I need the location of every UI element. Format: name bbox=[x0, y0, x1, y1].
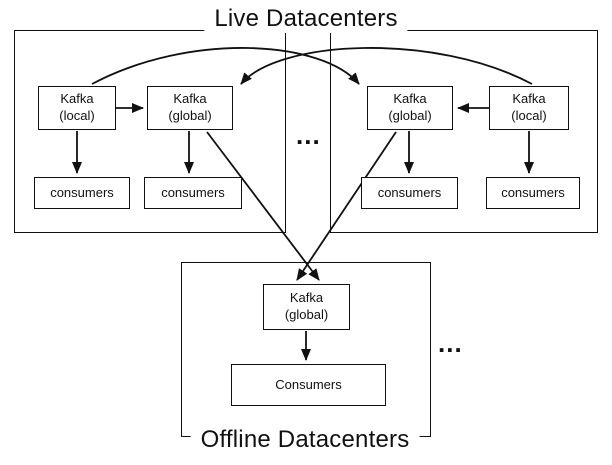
offline-consumers-node: Consumers bbox=[231, 364, 386, 406]
dc2-kafka-local-node: Kafka (local) bbox=[489, 86, 569, 130]
offline-kafka-global-node: Kafka (global) bbox=[263, 284, 350, 330]
dc2-kafka-global-node: Kafka (global) bbox=[367, 86, 453, 130]
dc1-consumers-global-node: consumers bbox=[144, 177, 242, 209]
dc2-kafka-local-label-line1: Kafka bbox=[512, 91, 546, 107]
dc1-kafka-global-label-line2: (global) bbox=[168, 108, 212, 123]
dc2-kafka-global-label-line2: (global) bbox=[388, 108, 432, 123]
live-datacenters-title: Live Datacenters bbox=[204, 5, 408, 33]
offline-kafka-global-label-line1: Kafka bbox=[289, 290, 324, 306]
offline-kafka-global-label-line2: (global) bbox=[284, 307, 329, 322]
dc2-kafka-local-label-line2: (local) bbox=[511, 108, 547, 123]
dc1-kafka-local-label-line1: Kafka bbox=[60, 91, 94, 107]
dc2-kafka-global-label-line1: Kafka bbox=[393, 91, 427, 107]
live-ellipsis: ... bbox=[296, 120, 321, 150]
dc1-kafka-global-node: Kafka (global) bbox=[147, 86, 233, 130]
offline-datacenters-title: Offline Datacenters bbox=[190, 426, 420, 454]
dc2-consumers-local-node: consumers bbox=[486, 177, 580, 209]
dc1-kafka-local-node: Kafka (local) bbox=[38, 86, 116, 130]
dc1-kafka-global-label-line1: Kafka bbox=[173, 91, 207, 107]
offline-ellipsis: ... bbox=[438, 328, 463, 358]
dc2-consumers-global-node: consumers bbox=[361, 177, 458, 209]
dc1-kafka-local-label-line2: (local) bbox=[59, 108, 95, 123]
dc1-consumers-local-node: consumers bbox=[34, 177, 130, 209]
